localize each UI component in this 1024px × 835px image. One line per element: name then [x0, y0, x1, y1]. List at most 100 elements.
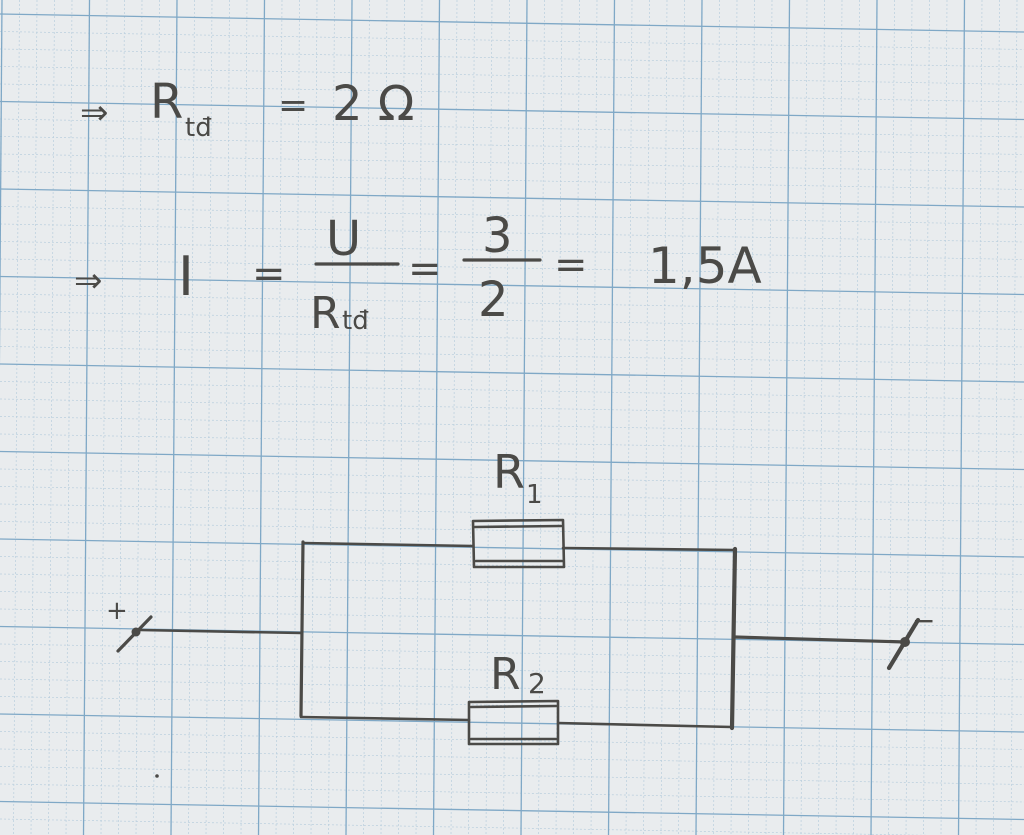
eq2-current-symbol: I [178, 245, 194, 308]
resistor-r2-inner-edge [469, 704, 558, 741]
r2-label-subscript: 2 [528, 667, 546, 700]
grid-minor-vertical-line [13, 0, 20, 835]
grid-minor-vertical-line [643, 0, 650, 835]
grid-minor-vertical-line [485, 0, 493, 835]
grid-minor-vertical-line [153, 0, 160, 835]
grid-major-horizontal-line [0, 713, 1024, 733]
positive-terminal-dot [131, 627, 141, 637]
grid-minor-vertical-line [48, 0, 55, 835]
grid-minor-vertical-line [538, 0, 545, 835]
grid-minor-horizontal-line [0, 766, 1024, 785]
grid-major-horizontal-line [0, 363, 1024, 383]
grid-major-vertical-line [432, 0, 441, 835]
grid-major-vertical-line [782, 0, 791, 835]
grid-minor-vertical-line [713, 0, 720, 835]
grid-minor-vertical-line [660, 0, 668, 835]
grid-major-vertical-line [607, 0, 616, 835]
grid-minor-horizontal-line [0, 783, 1024, 803]
grid-minor-horizontal-line [0, 346, 1024, 365]
grid-minor-vertical-line [923, 0, 930, 835]
grid-minor-horizontal-line [0, 573, 1024, 593]
grid-minor-vertical-line [853, 0, 860, 835]
grid-minor-horizontal-line [0, 258, 1024, 278]
eq1-r-subscript: tđ [185, 113, 212, 143]
grid-minor-vertical-line [905, 0, 913, 835]
grid-minor-vertical-line [748, 0, 755, 835]
grid-minor-vertical-line [555, 0, 563, 835]
grid-minor-vertical-line [468, 0, 475, 835]
grid-minor-vertical-line [415, 0, 423, 835]
grid-minor-horizontal-line [0, 521, 1024, 540]
grid-minor-vertical-line [135, 0, 143, 835]
grid-minor-horizontal-line [0, 136, 1024, 155]
grid-minor-horizontal-line [0, 748, 1024, 768]
left-node-wire [299, 540, 305, 718]
grid-minor-vertical-line [398, 0, 405, 835]
grid-minor-vertical-line [730, 0, 738, 835]
grid-minor-vertical-line [328, 0, 335, 835]
grid-minor-horizontal-line [0, 591, 1024, 610]
equation-line-1: ⇒ R tđ = 2 Ω [80, 74, 414, 143]
grid-major-vertical-line [257, 0, 266, 835]
grid-minor-horizontal-line [0, 153, 1024, 173]
grid-minor-vertical-line [625, 0, 633, 835]
r1-label-subscript: 1 [526, 480, 543, 510]
grid-minor-vertical-line [100, 0, 108, 835]
grid-minor-vertical-line [765, 0, 773, 835]
grid-minor-horizontal-line [0, 293, 1024, 313]
grid-minor-horizontal-line [0, 818, 931, 835]
grid-minor-vertical-line [503, 0, 510, 835]
grid-minor-vertical-line [800, 0, 808, 835]
grid-minor-horizontal-line [0, 241, 1024, 260]
grid-minor-vertical-line [573, 0, 580, 835]
positive-terminal-sign: + [106, 596, 128, 626]
frac1-denominator-sub: tđ [342, 306, 369, 336]
grid-minor-horizontal-line [0, 328, 1024, 348]
grid-minor-vertical-line [293, 0, 300, 835]
grid-minor-vertical-line [835, 0, 843, 835]
grid-minor-vertical-line [1010, 0, 1018, 835]
grid-minor-vertical-line [118, 0, 125, 835]
positive-lead-wire [138, 628, 303, 635]
grid-major-vertical-line [957, 0, 966, 835]
grid-minor-horizontal-line [0, 206, 1024, 225]
implies-arrow-1: ⇒ [80, 93, 109, 133]
bottom-branch-left-wire [299, 715, 471, 722]
grid-major-horizontal-line [0, 800, 1024, 821]
eq2-equals-1: = [252, 251, 286, 297]
grid-minor-horizontal-line [0, 416, 1024, 435]
grid-major-horizontal-line [0, 13, 1024, 33]
implies-arrow-2: ⇒ [74, 261, 103, 301]
bottom-branch-right-wire [556, 721, 734, 729]
grid-minor-horizontal-line [0, 468, 1024, 488]
parallel-circuit: R 1 R 2 + [106, 445, 935, 746]
grid-minor-vertical-line [888, 0, 895, 835]
grid-minor-vertical-line [205, 0, 213, 835]
grid-minor-vertical-line [450, 0, 458, 835]
grid-minor-horizontal-line [0, 381, 1024, 400]
grid-minor-vertical-line [975, 0, 983, 835]
grid-major-vertical-line [345, 0, 353, 835]
top-branch-left-wire [301, 541, 475, 548]
grid-major-vertical-line [695, 0, 703, 835]
current-result: 1,5A [648, 237, 762, 295]
grid-minor-vertical-line [240, 0, 248, 835]
grid-minor-horizontal-line [0, 311, 1024, 330]
grid-major-horizontal-line [0, 450, 1024, 471]
grid-major-vertical-line [870, 0, 878, 835]
grid-minor-horizontal-line [0, 48, 1024, 68]
grid-minor-vertical-line [993, 0, 1000, 835]
grid-minor-horizontal-line [0, 66, 1024, 85]
grid-minor-vertical-line [223, 0, 230, 835]
grid-minor-horizontal-line [0, 503, 1024, 523]
grid-minor-horizontal-line [0, 556, 1024, 575]
eq1-r-symbol: R [150, 74, 183, 130]
frac2-denominator: 2 [478, 272, 509, 328]
eq1-equals: = [278, 85, 308, 126]
negative-terminal-sign: − [912, 604, 935, 637]
grid-minor-horizontal-line [0, 83, 1024, 103]
grid-major-vertical-line [82, 0, 91, 835]
